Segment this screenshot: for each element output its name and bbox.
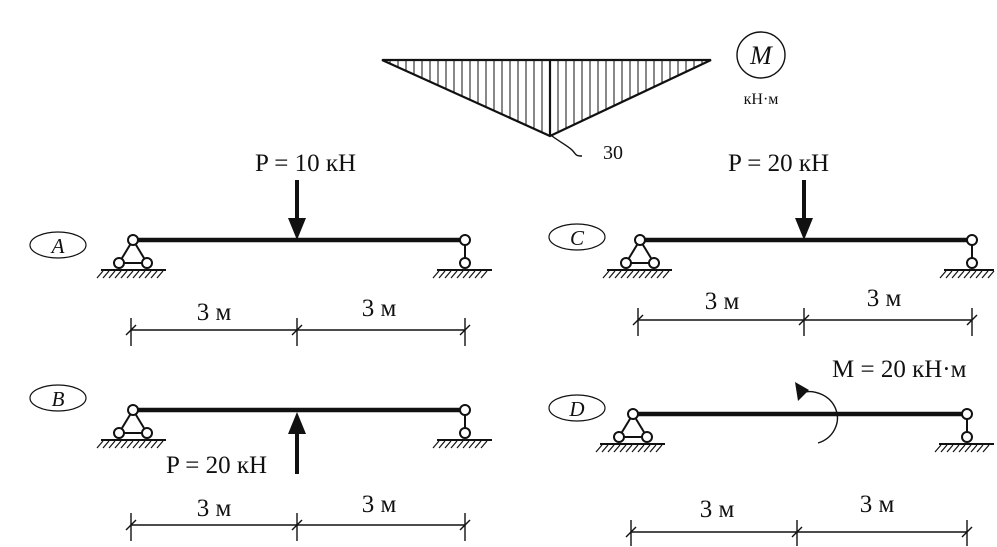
variant-b-pin-support — [96, 404, 166, 449]
variant-d-roller-support — [934, 408, 994, 453]
moment-diagram: 30 M кН·м — [381, 31, 786, 164]
variant-a-span-2: 3 м — [362, 295, 397, 322]
variant-b-dimension-line — [125, 513, 471, 541]
variant-d-id: D — [568, 397, 584, 421]
variant-c-load-label: P = 20 кН — [728, 150, 829, 177]
variant-c-pin-support — [602, 234, 672, 279]
variant-b[interactable]: B P = 20 кН — [29, 384, 492, 541]
variant-d-load-label: M = 20 кН·м — [832, 356, 967, 383]
variant-a[interactable]: A P = 10 кН — [29, 150, 492, 346]
variant-d-pin-support — [595, 408, 665, 453]
variant-c-dimension-line — [632, 308, 978, 336]
variant-a-id: A — [50, 234, 65, 258]
peak-leader-line — [551, 135, 583, 157]
variant-a-load-label: P = 10 кН — [255, 150, 356, 177]
variant-d-moment-arrow — [795, 382, 839, 444]
variant-b-span-1: 3 м — [197, 495, 232, 522]
variant-b-force-arrow — [288, 412, 306, 474]
moment-diagram-outline — [381, 58, 712, 138]
moment-symbol: M — [749, 41, 773, 70]
variant-a-roller-support — [432, 234, 492, 279]
variant-a-force-arrow — [288, 180, 306, 240]
variant-b-badge — [29, 384, 87, 412]
peak-value-label: 30 — [603, 142, 623, 164]
variant-d-span-1: 3 м — [700, 496, 735, 523]
moment-units: кН·м — [744, 91, 779, 108]
variant-b-roller-support — [432, 404, 492, 449]
moment-diagram-hatching — [389, 60, 703, 136]
variant-d-dimension-line — [625, 520, 973, 546]
variant-a-badge — [29, 231, 87, 259]
variant-b-id: B — [52, 387, 65, 411]
variant-d[interactable]: D M = 20 кН·м — [548, 356, 994, 546]
variant-c-force-arrow — [795, 180, 813, 240]
variant-c-roller-support — [939, 234, 995, 279]
moment-symbol-circle — [736, 31, 786, 79]
variant-a-span-1: 3 м — [197, 299, 232, 326]
variant-b-span-2: 3 м — [362, 491, 397, 518]
variant-b-load-label: P = 20 кН — [166, 452, 267, 479]
variant-a-dimension-line — [125, 318, 471, 346]
variant-c-span-1: 3 м — [705, 288, 740, 315]
variant-c-badge — [548, 223, 606, 251]
variant-a-pin-support — [96, 234, 166, 279]
variant-c-span-2: 3 м — [867, 285, 902, 312]
variant-d-span-2: 3 м — [860, 491, 895, 518]
variant-c[interactable]: C P = 20 кН — [548, 150, 995, 336]
variant-c-id: C — [570, 226, 585, 250]
variant-d-badge — [548, 394, 606, 422]
